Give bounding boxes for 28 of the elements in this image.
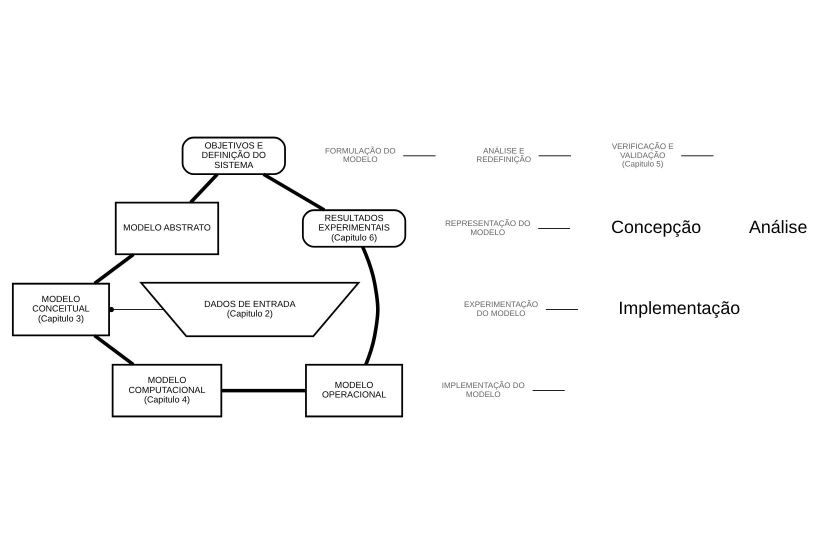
node-box: OBJETIVOS E DEFINIÇÃO DO SISTEMA [182,136,286,175]
node-text: VERIFICAÇÃO E VALIDAÇÃO (Capitulo 5) [612,142,674,169]
connector [532,390,566,392]
node-box: MODELO COMPUTACIONAL (Capitulo 4) [112,364,222,418]
connector [221,388,306,392]
connector [361,246,380,366]
node-text: EXPERIMENTAÇÃO DO MODELO [464,300,538,318]
connector [93,334,134,366]
connector [538,228,571,229]
label: Concepção [611,216,702,237]
connector [402,155,436,156]
connector [680,155,714,156]
node-box: MODELO ABSTRATO [114,202,220,256]
node-box: RESULTADOS EXPERIMENTAIS (Capitulo 6) [302,209,406,248]
node-box: MODELO CONCEITUAL (Capitulo 3) [12,282,110,336]
connector [262,172,326,212]
connector [108,306,164,312]
label: Análise [748,216,808,237]
node-text: REPRESENTAÇÃO DO MODELO [445,218,530,237]
connector [94,253,134,285]
connector [189,173,219,204]
connector [538,155,572,156]
node-text: ANÁLISE E REDEFINIÇÃO [476,146,532,164]
node-text: IMPLEMENTAÇÃO DO MODELO [442,381,525,400]
node-text: FORMULAÇÃO DO MODELO [324,146,396,164]
connector [545,309,579,310]
node-box: MODELO OPERACIONAL [305,364,404,418]
label: Implementação [618,298,740,318]
